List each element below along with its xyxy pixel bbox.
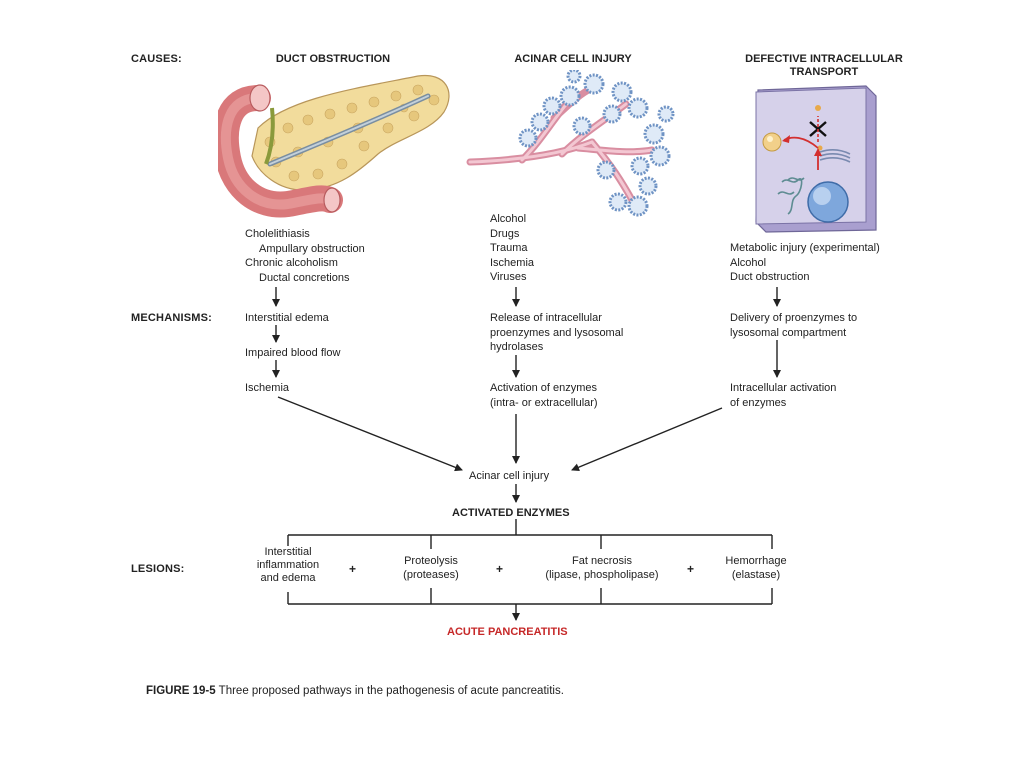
- lesion-fat-necrosis-line1: Fat necrosis: [572, 555, 632, 567]
- mechanism-ischemia: Ischemia: [245, 382, 290, 394]
- lesion-fat-necrosis-line2: (lipase, phospholipase): [545, 569, 659, 581]
- cause-cholelithiasis: Cholelithiasis: [245, 228, 310, 240]
- mechanism-interstitial-edema: Interstitial edema: [245, 312, 329, 324]
- mechanism-activation-line2: (intra- or extracellular): [490, 396, 598, 409]
- acinar-cell-injury-causes: Alcohol Drugs Trauma Ischemia Viruses: [490, 212, 534, 285]
- lesion-interstitial-line3: and edema: [260, 572, 316, 584]
- figure-caption: FIGURE 19-5 Three proposed pathways in t…: [146, 685, 564, 697]
- cause-trauma: Trauma: [490, 242, 528, 254]
- cause-alcohol-transport: Alcohol: [730, 256, 767, 269]
- causes-row-label: CAUSES:: [131, 53, 182, 65]
- acinar-tree-illustration: [466, 70, 675, 217]
- plus-sign-3: +: [687, 562, 695, 576]
- mechanisms-row-label: MECHANISMS:: [131, 312, 213, 324]
- mechanism-release-line3: hydrolases: [490, 341, 544, 353]
- cause-ischemia: Ischemia: [490, 256, 535, 269]
- lesion-proteolysis: Proteolysis (proteases): [385, 554, 477, 582]
- cause-metabolic-injury: Metabolic injury (experimental): [730, 242, 880, 254]
- mechanism-intracellular-line2: of enzymes: [730, 396, 787, 409]
- acinar-cell-injury-node: Acinar cell injury: [469, 470, 550, 482]
- cause-alcohol: Alcohol: [490, 213, 527, 225]
- pancreas-duodenum-illustration: [218, 74, 450, 218]
- mechanism-release-intracellular: Release of intracellular proenzymes and …: [490, 311, 623, 355]
- cause-viruses: Viruses: [490, 271, 527, 283]
- lesion-fat-necrosis: Fat necrosis (lipase, phospholipase): [530, 554, 674, 582]
- defective-transport-heading-line1: DEFECTIVE INTRACELLULAR: [745, 53, 903, 65]
- figure-caption-label: FIGURE 19-5: [146, 685, 216, 697]
- lesion-hemorrhage-line2: (elastase): [731, 569, 781, 581]
- cause-ductal-concretions: Ductal concretions: [259, 271, 350, 284]
- defective-transport-causes: Metabolic injury (experimental) Alcohol …: [730, 241, 880, 285]
- mechanism-intracellular-activation: Intracellular activation of enzymes: [730, 381, 836, 410]
- figure-caption-text: Three proposed pathways in the pathogene…: [218, 685, 564, 697]
- mechanism-intracellular-line1: Intracellular activation: [730, 382, 837, 394]
- lesion-interstitial-line1: Interstitial: [264, 546, 312, 558]
- mechanism-delivery-line2: lysosomal compartment: [730, 326, 847, 339]
- mechanism-activation-line1: Activation of enzymes: [490, 382, 597, 394]
- defective-transport-heading-line2: TRANSPORT: [789, 66, 859, 78]
- cause-drugs: Drugs: [490, 227, 520, 240]
- activated-enzymes-node: ACTIVATED ENZYMES: [452, 507, 570, 519]
- mechanism-impaired-blood-flow: Impaired blood flow: [245, 347, 341, 359]
- arrow-col1-to-injury: [277, 396, 463, 472]
- plus-sign-1: +: [349, 562, 357, 576]
- mechanism-activation-of-enzymes: Activation of enzymes (intra- or extrace…: [490, 381, 598, 410]
- lesion-hemorrhage: Hemorrhage (elastase): [706, 554, 806, 582]
- mechanism-release-line2: proenzymes and lysosomal: [490, 326, 624, 339]
- lesion-proteolysis-line1: Proteolysis: [404, 555, 458, 567]
- arrow-col3-to-injury: [571, 407, 723, 472]
- mechanism-delivery-line1: Delivery of proenzymes to: [730, 312, 858, 324]
- cause-duct-obstruction: Duct obstruction: [730, 271, 810, 283]
- cause-ampullary-obstruction: Ampullary obstruction: [259, 242, 365, 255]
- lesion-hemorrhage-line1: Hemorrhage: [725, 555, 787, 567]
- duct-obstruction-heading: DUCT OBSTRUCTION: [275, 53, 391, 65]
- plus-sign-2: +: [496, 562, 504, 576]
- acinar-cell-injury-heading: ACINAR CELL INJURY: [514, 53, 632, 65]
- duct-obstruction-causes: Cholelithiasis Ampullary obstruction Chr…: [245, 227, 365, 285]
- lesions-row-label: LESIONS:: [131, 563, 185, 575]
- lesion-interstitial-line2: inflammation: [256, 559, 320, 571]
- defective-transport-cell-illustration: [755, 85, 877, 233]
- cause-chronic-alcoholism: Chronic alcoholism: [245, 257, 338, 269]
- mechanism-delivery-of-proenzymes: Delivery of proenzymes to lysosomal comp…: [730, 311, 857, 340]
- acute-pancreatitis-outcome: ACUTE PANCREATITIS: [447, 626, 568, 638]
- lesion-proteolysis-line2: (proteases): [403, 569, 459, 581]
- mechanism-release-line1: Release of intracellular: [490, 312, 602, 324]
- lesion-interstitial-inflammation: Interstitial inflammation and edema: [242, 546, 334, 585]
- defective-transport-heading: DEFECTIVE INTRACELLULAR TRANSPORT: [716, 53, 932, 79]
